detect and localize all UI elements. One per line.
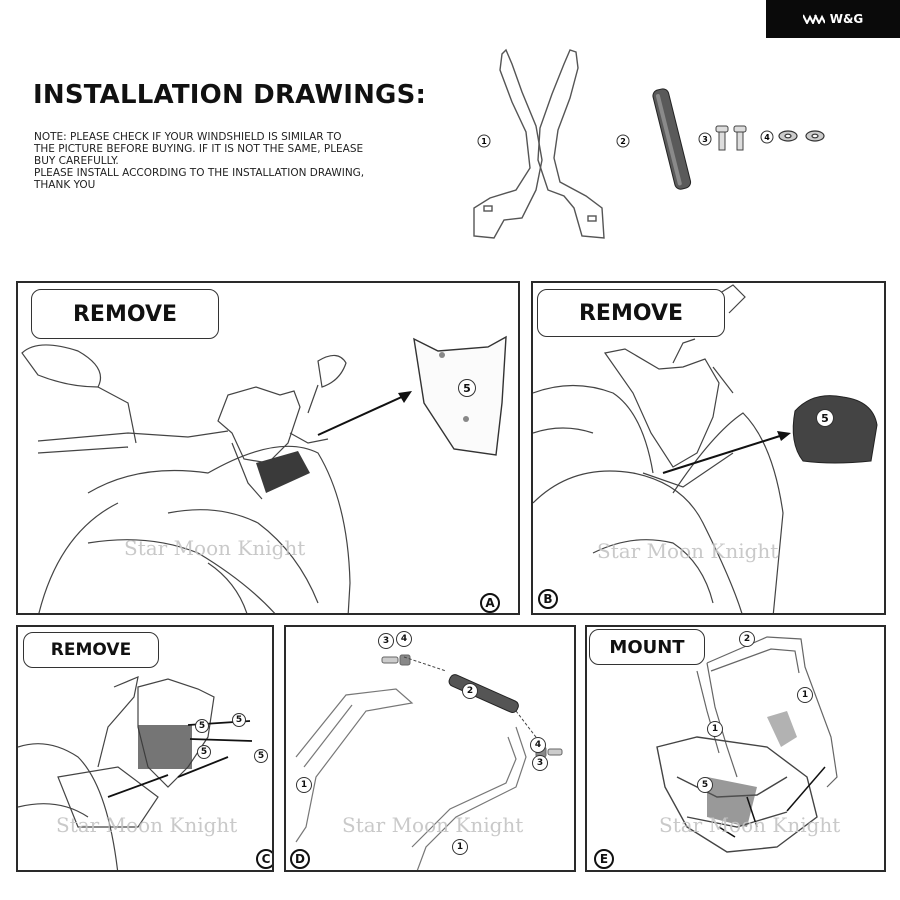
motorcycle-side-drawing <box>533 284 878 613</box>
bracket-removal-drawing <box>18 676 253 870</box>
brand-name: W&G <box>829 12 864 26</box>
part-label-washer: 4 <box>764 133 770 142</box>
windshield-part <box>792 395 878 464</box>
bolt-icon <box>715 125 747 151</box>
note-line: THE PICTURE BEFORE BUYING. IF IT IS NOT … <box>34 143 364 155</box>
watermark: Star Moon Knight <box>56 813 238 837</box>
rod-icon <box>448 674 519 714</box>
part-number-badge: 5 <box>697 777 713 793</box>
part-number-badge: 2 <box>739 631 755 647</box>
panel-e: MOUNT 2 1 1 5 Star Moon Knight E <box>585 625 886 872</box>
part-number-badge: 5 <box>195 719 209 733</box>
part-number-badge: 5 <box>458 379 476 397</box>
part-number-badge: 1 <box>296 777 312 793</box>
motorcycle-front-drawing <box>21 335 507 613</box>
part-number-badge: 5 <box>232 713 246 727</box>
watermark: Star Moon Knight <box>342 813 524 837</box>
bracket-left-arm <box>473 48 543 239</box>
windshield-mount-drawing <box>656 636 838 853</box>
note-text: NOTE: PLEASE CHECK IF YOUR WINDSHIELD IS… <box>34 131 434 191</box>
part-label-rod: 2 <box>620 137 626 146</box>
panel-letter-b: B <box>538 589 558 609</box>
mount-tag: MOUNT <box>589 629 705 665</box>
note-line: NOTE: PLEASE CHECK IF YOUR WINDSHIELD IS… <box>34 131 342 143</box>
watermark: Star Moon Knight <box>597 539 779 563</box>
watermark: Star Moon Knight <box>124 536 306 560</box>
parts-overview: 1 2 3 4 <box>460 40 840 250</box>
washer-icon <box>778 130 825 142</box>
arrow-head-icon <box>398 391 412 403</box>
remove-tag: REMOVE <box>23 632 159 668</box>
panel-letter-d: D <box>290 849 310 869</box>
part-number-badge: 3 <box>378 633 394 649</box>
part-number-badge: 4 <box>396 631 412 647</box>
bracket-dark <box>138 725 192 769</box>
part-number-badge: 1 <box>707 721 723 737</box>
note-line: THANK YOU <box>34 179 96 191</box>
part-number-badge: 5 <box>254 749 268 763</box>
panel-letter-e: E <box>594 849 614 869</box>
part-number-badge: 1 <box>797 687 813 703</box>
panel-a: REMOVE 5 Star Moon Knight A <box>16 281 520 615</box>
brand-badge: W&G <box>766 0 900 38</box>
note-line: PLEASE INSTALL ACCORDING TO THE INSTALLA… <box>34 167 365 179</box>
watermark: Star Moon Knight <box>659 813 841 837</box>
part-number-badge: 4 <box>530 737 546 753</box>
arrow-head-icon <box>777 431 791 441</box>
remove-tag: REMOVE <box>537 289 725 337</box>
windshield-mount-dark <box>256 451 310 493</box>
part-number-badge: 5 <box>816 409 834 427</box>
parts-drawing: 1 2 3 4 <box>473 48 825 239</box>
panel-b: REMOVE 5 Star Moon Knight B <box>531 281 886 615</box>
part-number-badge: 1 <box>452 839 468 855</box>
part-number-badge: 5 <box>197 745 211 759</box>
bracket-right-arm <box>537 49 605 239</box>
page-title: INSTALLATION DRAWINGS: <box>33 80 427 110</box>
brand-logo-icon <box>802 14 825 24</box>
panel-d: 3 4 2 4 3 1 1 Star Moon Knight D <box>284 625 576 872</box>
windshield-part <box>413 335 507 456</box>
arrow-line <box>317 394 407 436</box>
note-line: BUY CAREFULLY. <box>34 155 119 167</box>
panel-letter-c: C <box>256 849 272 869</box>
arrow-line <box>662 434 784 474</box>
rod-icon <box>652 88 692 190</box>
remove-tag: REMOVE <box>31 289 219 339</box>
part-label-bracket: 1 <box>481 137 487 146</box>
panel-c: REMOVE 5 5 5 5 Star Moon Knight C <box>16 625 274 872</box>
part-number-badge: 2 <box>462 683 478 699</box>
part-number-badge: 3 <box>532 755 548 771</box>
part-label-bolt: 3 <box>702 135 708 144</box>
panel-letter-a: A <box>480 593 500 613</box>
